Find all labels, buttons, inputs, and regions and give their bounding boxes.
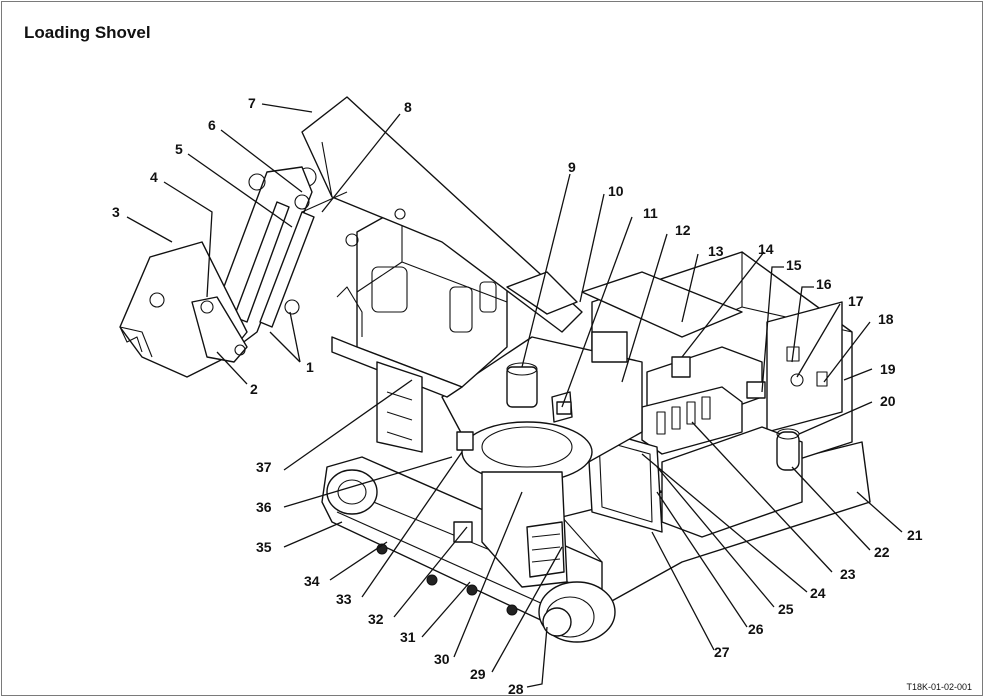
rear-panel [766,301,843,433]
callout-25: 25 [778,601,794,617]
callout-17: 17 [848,293,864,309]
callout-6: 6 [208,117,216,133]
callout-35: 35 [256,539,272,555]
control-valves [641,386,743,455]
callout-4: 4 [150,169,158,185]
callout-31: 31 [400,629,416,645]
figure-id: T18K-01-02-001 [906,682,972,692]
callout-28: 28 [508,681,524,695]
callout-8: 8 [404,99,412,115]
callout-33: 33 [336,591,352,607]
callout-21: 21 [907,527,923,543]
callout-9: 9 [568,159,576,175]
callout-14: 14 [758,241,774,257]
idler [326,469,378,515]
callout-22: 22 [874,544,890,560]
callout-20: 20 [880,393,896,409]
diagram-title: Loading Shovel [24,23,151,42]
callout-10: 10 [608,183,624,199]
callout-29: 29 [470,666,486,682]
access-ladder [376,361,423,453]
callout-numbers: 1 2 3 4 5 6 7 8 9 10 11 12 13 14 15 16 1… [112,95,923,695]
callout-37: 37 [256,459,272,475]
engine-cover [581,271,743,338]
callout-5: 5 [175,141,183,157]
boom [301,96,583,333]
callout-19: 19 [880,361,896,377]
callout-23: 23 [840,566,856,582]
callout-7: 7 [248,95,256,111]
callout-12: 12 [675,222,691,238]
callout-32: 32 [368,611,384,627]
callout-1: 1 [306,359,314,375]
callout-36: 36 [256,499,272,515]
callout-34: 34 [304,573,320,589]
callout-24: 24 [810,585,826,601]
callout-15: 15 [786,257,802,273]
callout-27: 27 [714,644,730,660]
callout-26: 26 [748,621,764,637]
machine-illustration [119,96,871,643]
callout-11: 11 [643,205,658,221]
radiator [586,426,663,533]
leader-lines [126,103,903,688]
callout-18: 18 [878,311,894,327]
callout-30: 30 [434,651,450,667]
callout-3: 3 [112,204,120,220]
callout-16: 16 [816,276,832,292]
callout-13: 13 [708,243,724,259]
callout-2: 2 [250,381,258,397]
